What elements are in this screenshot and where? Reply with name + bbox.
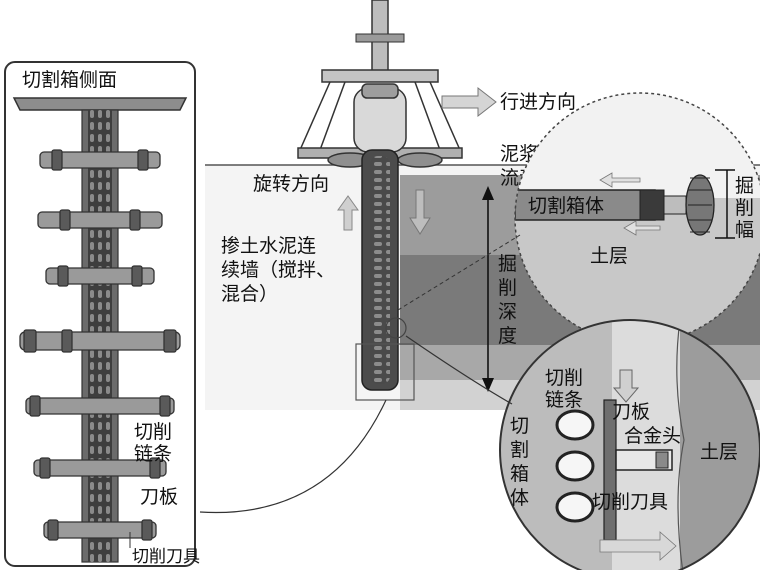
blade: [33, 457, 167, 479]
bottom-box-char-1: 切: [510, 415, 529, 437]
side-view-title: 切割箱侧面: [22, 69, 117, 91]
rotation-direction-label: 旋转方向: [253, 173, 329, 195]
rotation-up-arrow: [337, 195, 359, 231]
cutter-chain: [370, 156, 390, 384]
bottom-box-char-4: 体: [510, 487, 529, 509]
bottom-alloy-label: 合金头: [624, 425, 681, 447]
slurry-arrow: [599, 172, 641, 188]
blade: [19, 329, 181, 353]
side-tool-label: 切削刀具: [132, 547, 200, 567]
rotation-down-arrow: [409, 189, 431, 235]
alloy-head: [655, 451, 669, 469]
bottom-zoom-view: 切削 链条 刀板 合金头 土层 切 割 箱 体 切削刀具: [199, 319, 760, 570]
side-view-panel: 切割箱侧面: [4, 61, 200, 567]
mast-collar: [355, 33, 405, 43]
zoom-cutting-box-label: 切割箱体: [528, 195, 604, 217]
top-plate: [12, 97, 188, 111]
wall-label-line2: 续墙（搅拌、: [221, 259, 335, 281]
blade: [45, 265, 155, 287]
travel-direction-label: 行进方向: [500, 91, 576, 113]
slurry-arrow-lower: [623, 220, 661, 236]
side-chain-label-1: 切削: [134, 421, 172, 443]
depth-dimension: [482, 186, 494, 392]
main-scene: 行进方向 旋转方向 泥浆的 流动方向 掺土水泥连 续墙（搅拌、 混合） 掘 削 …: [205, 0, 760, 410]
width-char-2: 削: [735, 197, 754, 219]
wall-bottom-detail: [355, 343, 415, 401]
bottom-box-char-3: 箱: [510, 463, 529, 485]
zoom-box-end: [639, 189, 665, 221]
bottom-blade-label: 刀板: [612, 401, 650, 423]
blade: [37, 209, 163, 231]
top-zoom-leader: [397, 234, 521, 311]
top-zoom-outline: [514, 92, 760, 344]
width-dimension: [715, 169, 735, 239]
depth-char-2: 削: [498, 277, 517, 299]
depth-char-1: 掘: [498, 253, 517, 275]
width-char-1: 掘: [735, 175, 754, 197]
bottom-chain-link: [555, 450, 595, 482]
zoom-soil-label: 土层: [590, 245, 628, 267]
zoom-origin: [385, 317, 407, 339]
bottom-tool-label: 切削刀具: [592, 491, 668, 513]
bottom-chain-link: [555, 409, 595, 441]
bottom-flow-arrow: [599, 531, 677, 561]
bottom-soil-label: 土层: [700, 441, 738, 463]
blade: [43, 519, 157, 541]
side-chain-label-2: 链条: [134, 443, 172, 465]
bottom-zoom-leader: [405, 335, 513, 405]
side-view-leader: [199, 399, 387, 514]
blade: [25, 395, 175, 417]
wall-label-line1: 掺土水泥连: [221, 235, 316, 257]
wall-label-line3: 混合）: [221, 283, 278, 305]
bottom-box-char-2: 割: [510, 439, 529, 461]
bottom-chain-label-1: 切削: [545, 367, 583, 389]
bottom-chain-link: [555, 491, 595, 523]
travel-arrow: [441, 86, 497, 118]
blade: [39, 149, 161, 171]
depth-char-4: 度: [498, 325, 517, 347]
bottom-chain-label-2: 链条: [545, 389, 583, 411]
width-char-3: 幅: [735, 219, 754, 241]
side-blades: [19, 149, 181, 541]
depth-char-3: 深: [498, 301, 517, 323]
bottom-zoom-outline: [499, 319, 760, 570]
side-blade-label: 刀板: [140, 486, 178, 508]
bottom-down-arrow: [612, 369, 640, 403]
